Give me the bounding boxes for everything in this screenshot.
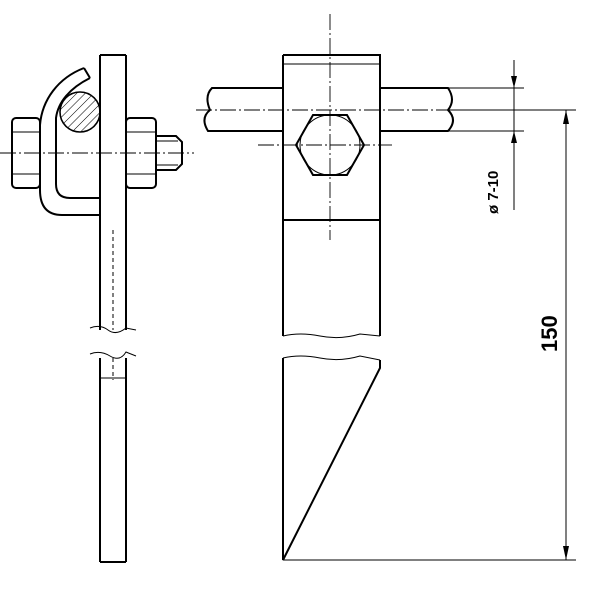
rod-front: [203, 87, 454, 132]
front-plate-upper: [282, 54, 381, 336]
length-arrow-top: [563, 110, 569, 124]
u-bolt-clamp: [39, 67, 100, 216]
side-plate-break-upper: [89, 325, 137, 334]
length-label: 150: [537, 315, 562, 352]
side-plate-upper: [99, 54, 127, 330]
diameter-label: ø 7-10: [485, 171, 502, 214]
side-plate-break-lower: [89, 351, 137, 359]
diameter-arrow-bottom: [511, 131, 517, 143]
side-plate-lower: [99, 358, 127, 563]
front-view: [196, 14, 470, 561]
side-view: [0, 54, 194, 563]
front-break-lower: [282, 355, 381, 361]
length-arrow-bottom: [563, 546, 569, 560]
rod-section-hatched: [59, 91, 101, 133]
front-break-upper: [282, 333, 381, 339]
front-plate-lower: [282, 358, 381, 561]
diameter-arrow-top: [511, 76, 517, 88]
dimensions: ø 7-10 150: [283, 60, 576, 561]
